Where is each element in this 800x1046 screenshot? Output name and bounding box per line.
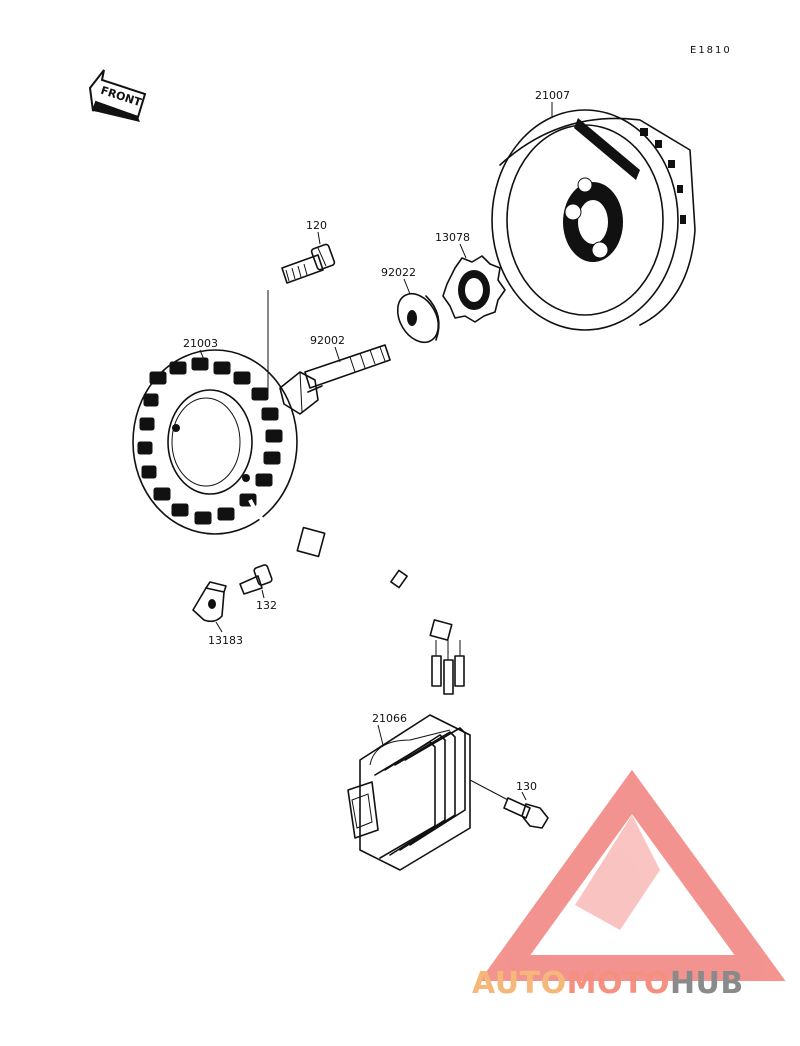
- starter-gear: [442, 255, 506, 323]
- diagram-code: E1810: [690, 45, 732, 56]
- label-21007: 21007: [535, 89, 570, 102]
- connector-pins: [431, 640, 465, 695]
- label-21003: 21003: [183, 337, 218, 350]
- label-21066: 21066: [372, 712, 407, 725]
- regulator-rectifier: [347, 714, 471, 871]
- label-13183: 13183: [208, 634, 243, 647]
- stator: [132, 349, 298, 535]
- svg-text:AUTOMOTOHUB: AUTOMOTOHUB: [472, 966, 744, 1001]
- stator-poles: [137, 357, 283, 525]
- bolt-120: [281, 243, 336, 284]
- watermark-part3: HUB: [670, 966, 744, 1001]
- clamp: [192, 581, 227, 623]
- watermark-text: AUTOMOTOHUB: [472, 966, 744, 1001]
- label-120: 120: [306, 219, 327, 232]
- front-arrow-icon: FRONT: [88, 69, 147, 122]
- rotor-hub: [563, 177, 623, 262]
- wire-harness: [248, 499, 465, 695]
- label-13078: 13078: [435, 231, 470, 244]
- washer: [396, 292, 440, 344]
- regulator-fins: [374, 727, 466, 859]
- bolt-130: [503, 797, 549, 829]
- bolt-132: [239, 564, 273, 595]
- shaft-bolt: [279, 344, 391, 415]
- watermark-part2: MOTO: [567, 966, 670, 1001]
- label-132: 132: [256, 599, 277, 612]
- label-92022: 92022: [381, 266, 416, 279]
- label-92002: 92002: [310, 334, 345, 347]
- watermark-logo: [479, 769, 786, 981]
- flywheel-rotor: [491, 109, 696, 331]
- watermark-part1: AUTO: [472, 966, 567, 1001]
- label-130: 130: [516, 780, 537, 793]
